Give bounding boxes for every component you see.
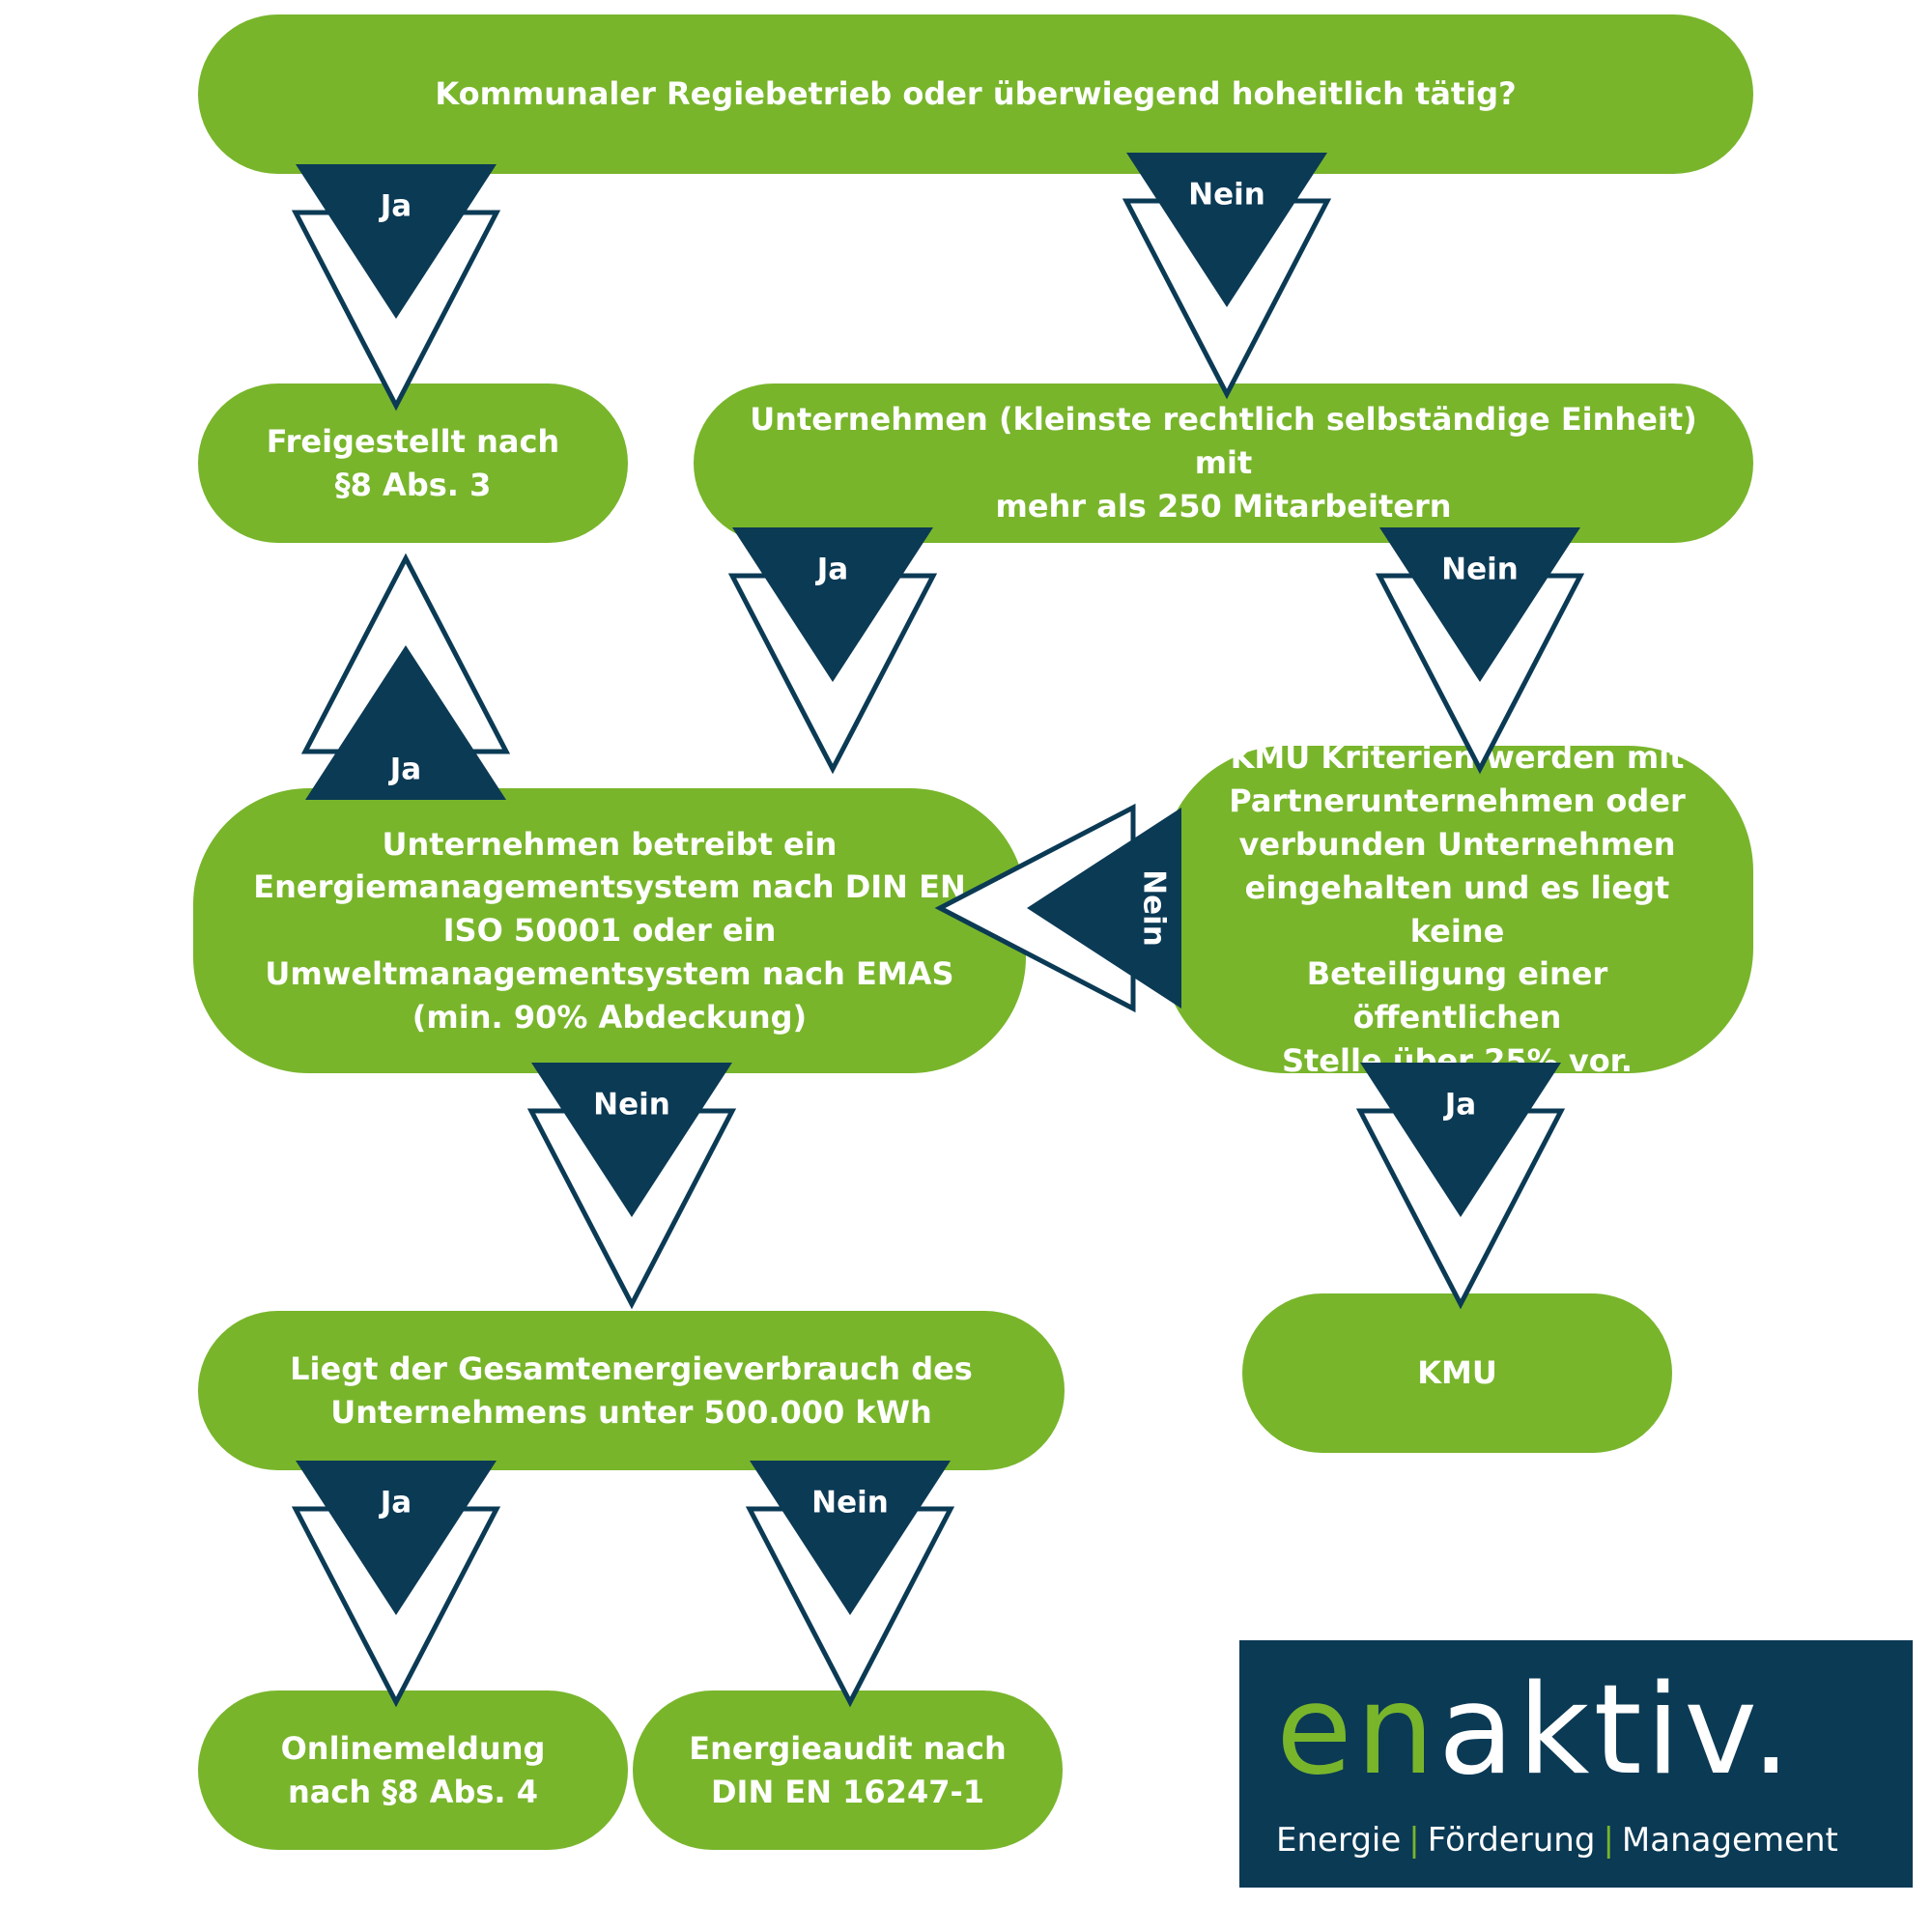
arrow-head [1360,1063,1561,1217]
arrow-head [750,1461,951,1615]
arrow-verbrauch-ja: Ja [291,1461,501,1708]
logo-separator: | [1408,1821,1420,1860]
arrow-head [1126,153,1327,307]
arrow-label-nein: Nein [1441,553,1519,587]
node-kommunal-question: Kommunaler Regiebetrieb oder überwiegend… [198,14,1753,174]
node-freigestellt: Freigestellt nach §8 Abs. 3 [198,384,628,543]
arrow-label-nein: Nein [1137,869,1172,947]
node-kmu-result: KMU [1242,1293,1672,1453]
arrow-ems-ja: Ja [300,553,511,800]
arrow-verbrauch-nein: Nein [745,1461,955,1708]
node-onlinemeldung: Onlinemeldung nach §8 Abs. 4 [198,1690,628,1850]
arrow-ems-nein: Nein [526,1063,737,1310]
arrow-label-ja: Ja [815,553,848,587]
arrow-kmu-nein: Nein [934,803,1181,1013]
arrow-head [296,1461,497,1615]
arrow-kommunal-nein: Nein [1122,153,1332,400]
arrow-head [305,645,506,800]
arrow-label-nein: Nein [593,1088,670,1122]
arrow-kommunal-ja: Ja [291,164,501,412]
arrow-label-nein: Nein [1188,178,1265,213]
arrow-label-ja: Ja [1443,1088,1476,1122]
arrow-kmu-ja: Ja [1355,1063,1566,1310]
arrow-mitarbeiter-ja: Ja [727,527,938,775]
logo-wordmark: enaktiv. [1276,1669,1795,1793]
arrow-head [1379,527,1580,682]
arrow-head [296,164,497,319]
arrow-label-ja: Ja [388,753,421,787]
node-mitarbeiter-question: Unternehmen (kleinste rechtlich selbstän… [694,384,1753,543]
logo-wordmark-en: en [1276,1659,1438,1803]
logo-tag-foerderung: Förderung [1427,1821,1596,1860]
logo-tag-management: Management [1621,1821,1838,1860]
arrow-head [732,527,933,682]
arrow-label-nein: Nein [811,1486,889,1520]
node-verbrauch-question: Liegt der Gesamtenergieverbrauch des Unt… [198,1311,1065,1470]
enaktiv-logo: enaktiv. Energie|Förderung|Management [1239,1640,1913,1888]
logo-separator: | [1603,1821,1614,1860]
logo-tag-energie: Energie [1276,1821,1402,1860]
arrow-label-ja: Ja [379,1486,412,1520]
arrow-head [531,1063,732,1217]
logo-tagline: Energie|Förderung|Management [1276,1824,1838,1857]
node-energieaudit: Energieaudit nach DIN EN 16247-1 [633,1690,1063,1850]
arrow-label-ja: Ja [379,189,412,224]
node-ems-question: Unternehmen betreibt ein Energiemanageme… [193,788,1026,1073]
arrow-head [1027,808,1181,1009]
arrow-mitarbeiter-nein: Nein [1375,527,1585,775]
logo-wordmark-aktiv: aktiv. [1437,1659,1795,1803]
